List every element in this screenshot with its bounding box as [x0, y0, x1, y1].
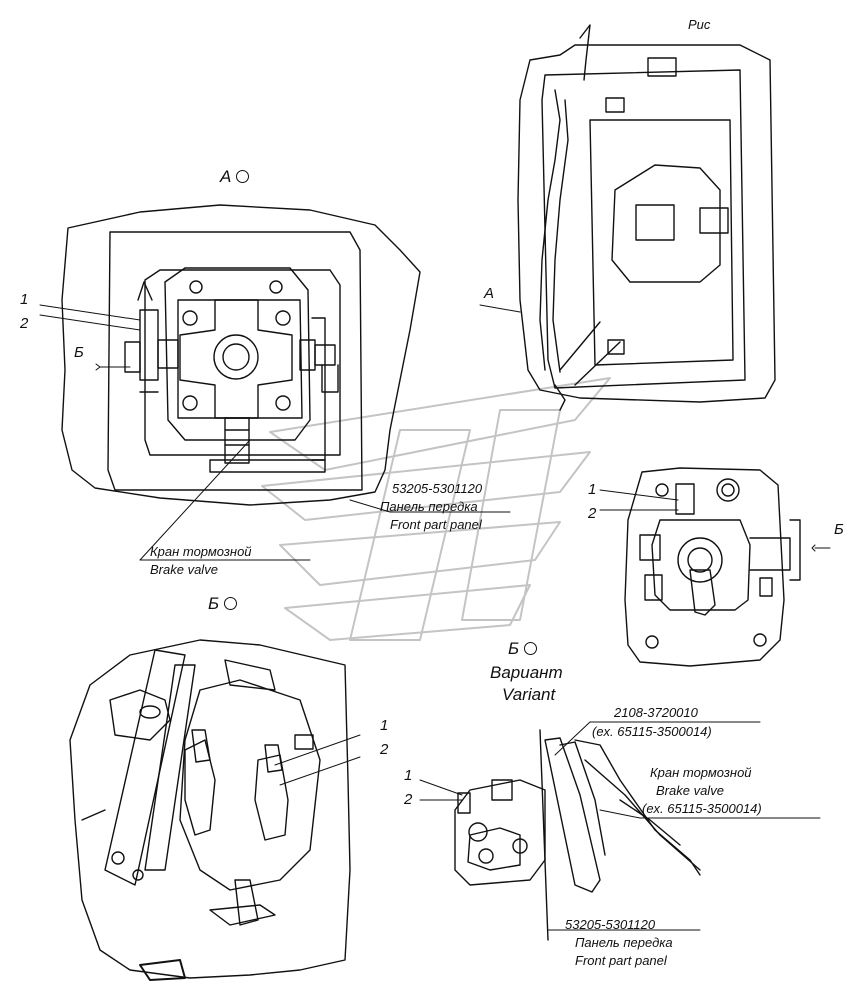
variant-panel-code-label: 53205-5301120: [565, 917, 656, 932]
pointer-b-right: Б: [834, 521, 844, 538]
callout-2-view-b-left: 2: [380, 741, 389, 758]
variant-valve-en-label: Brake valve: [656, 783, 724, 798]
view-a-drawing: [61, 204, 421, 506]
part-ex-label: (ex. 65115-3500014): [592, 724, 712, 739]
watermark-logo: [261, 377, 611, 641]
callout-1-view-b-right: 1: [588, 481, 597, 498]
view-b-right-drawing: [624, 467, 801, 667]
valve-en-label: Brake valve: [150, 562, 218, 577]
view-b-left-drawing: [69, 639, 351, 981]
view-b1-label: Б: [208, 594, 238, 613]
variant-valve-ex-label: (ex. 65115-3500014): [642, 801, 762, 816]
variant-ru-label: Вариант: [490, 663, 563, 682]
callout-1-variant: 1: [404, 767, 413, 784]
panel-en-label: Front part panel: [390, 517, 482, 532]
pointer-b-left: Б: [74, 344, 84, 361]
variant-valve-ru-label: Кран тормозной: [650, 765, 752, 780]
view-b1-letter: Б: [208, 594, 220, 613]
top-right-fragment: Рис: [688, 17, 711, 32]
variant-en-label: Variant: [502, 685, 556, 704]
circle-icon: [224, 597, 238, 610]
callout-1-view-b-left: 1: [380, 717, 389, 734]
circle-icon: [236, 170, 250, 183]
callout-2-view-a: 2: [20, 315, 29, 332]
variant-panel-en-label: Front part panel: [575, 953, 667, 968]
panel-code-label: 53205-5301120: [392, 481, 483, 496]
view-b2-letter: Б: [508, 639, 520, 658]
view-a-label: А: [220, 167, 250, 186]
circle-icon: [524, 642, 538, 655]
view-a-letter: А: [220, 167, 232, 186]
part-code-label: 2108-3720010: [614, 705, 698, 720]
callout-1-view-a: 1: [20, 291, 29, 308]
leader-lines: [39, 304, 831, 931]
variant-panel-ru-label: Панель передка: [575, 935, 673, 950]
valve-ru-label: Кран тормозной: [150, 544, 252, 559]
cab-front-drawing: [517, 24, 776, 411]
panel-ru-label: Панель передка: [380, 499, 478, 514]
variant-drawing: [454, 729, 701, 941]
callout-2-view-b-right: 2: [588, 505, 597, 522]
view-b2-label: Б: [508, 639, 538, 658]
pointer-a: А: [484, 285, 495, 302]
callout-2-variant: 2: [404, 791, 413, 808]
